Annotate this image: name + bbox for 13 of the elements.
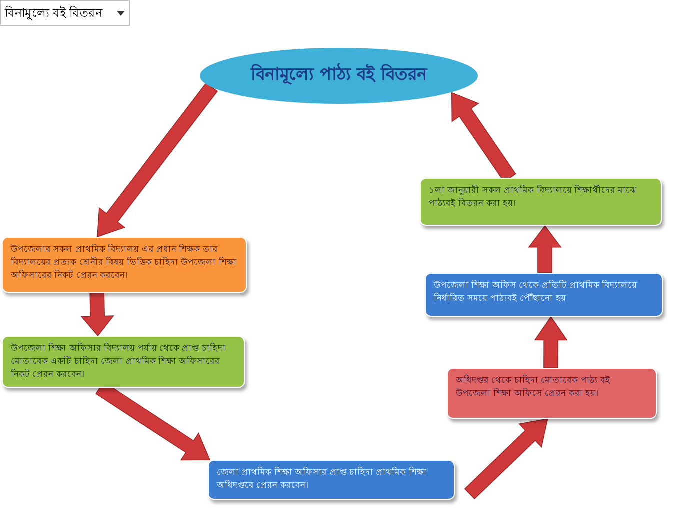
process-box: ১লা জানুয়ারী সকল প্রাথমিক বিদ্যালয়ে শিক্ষার্থীদের মাঝে পাঠ্যবই বিতরন করা হয়। [420, 178, 662, 226]
process-box: উপজেলার সকল প্রাথমিক বিদ্যালয় এর প্রধান শিক্ষক তার বিদ্যালয়ের প্রত্যক শ্রেনীর বিষয় ভিত্তিক চাহিদা উপজেলা শিক্ষা অফিসারের নিকট প্রেরন করবেন। [2, 237, 247, 293]
process-box: অধিদপ্তর থেকে চাহিদা মোতাবেক পাঠ্য বই উপজেলা শিক্ষা অফিসে প্রেরন করা হয়। [447, 368, 657, 419]
process-box: জেলা প্রাথমিক শিক্ষা অফিসার প্রাপ্ত চাহিদা প্রাথমিক শিক্ষা অধিদপ্তরে প্রেরন করবেন। [208, 460, 455, 500]
title-ellipse: বিনামূল্যে পাঠ্য বই বিতরন [200, 48, 478, 104]
dropdown-select: বিনামুল্যে বই বিতরন [0, 0, 130, 26]
process-box: উপজেলা শিক্ষা অফিসার বিদ্যালয় পর্যায় থেকে প্রাপ্ত চাহিদা মোতাবেক একটি চাহিদা জেলা প্রাথমিক শিক্ষা অফিসারের নিকট প্রেরন করবেন। [2, 336, 245, 388]
arrow [80, 292, 114, 337]
arrow [97, 82, 218, 238]
arrow [528, 225, 562, 274]
arrow [534, 316, 568, 368]
process-box: উপজেলা শিক্ষা অফিস থেকে প্রতিটি প্রাথমিক বিদ্যালয়ে নির্ধারিত সময়ে পাঠ্যবই পৌঁছানো হয় [425, 273, 663, 317]
arrow [464, 418, 548, 500]
